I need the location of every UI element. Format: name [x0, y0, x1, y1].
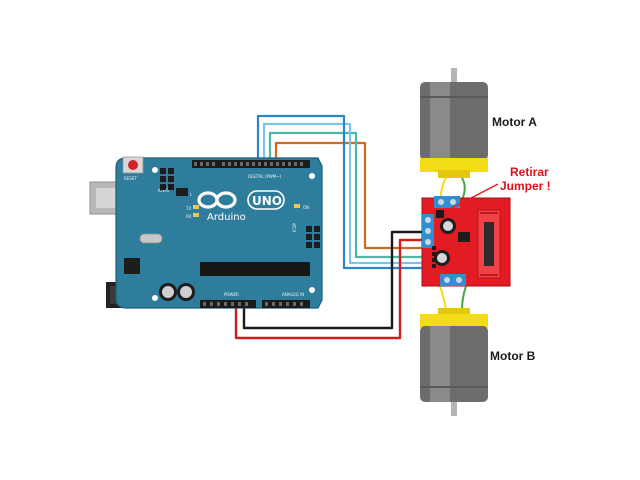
icsp-label: ICSP [292, 222, 297, 232]
heat-sink [477, 209, 501, 279]
microcontroller-chip [200, 262, 310, 276]
motor-b-lead-1 [439, 285, 447, 311]
crystal [139, 233, 163, 244]
led-rx-label: RX [186, 214, 192, 219]
analog-label: ANALOG IN [282, 292, 304, 297]
warning-pointer [447, 183, 499, 211]
warning-label-line1: Retirar [510, 165, 549, 179]
capacitors [159, 283, 195, 301]
signal-wires [256, 114, 430, 270]
led-l-label: L [190, 192, 193, 197]
motor-b-cap [420, 314, 488, 328]
wire-teal [268, 131, 430, 259]
warning-label-line2: Jumper ! [500, 179, 551, 193]
icsp2-header [160, 168, 174, 190]
motor-b-label: Motor B [490, 349, 536, 363]
wire-red-5v [234, 238, 428, 340]
terminal-out-a [434, 196, 460, 208]
motor-a-label: Motor A [492, 115, 537, 129]
terminal-out-b [440, 274, 466, 286]
digital-label: DIGITAL (PWM~) [248, 174, 282, 179]
reset-label: RESET [124, 176, 137, 181]
led-tx-label: TX [185, 206, 191, 211]
brand-label: Arduino [207, 212, 246, 223]
enable-jumper[interactable] [436, 210, 444, 218]
model-label: UNO [252, 194, 282, 208]
digital-header [192, 160, 310, 168]
wire-orange [274, 141, 430, 250]
arduino-logo-icon [197, 191, 237, 209]
motor-a [420, 68, 488, 203]
power-wires [234, 230, 428, 340]
uno-badge [247, 190, 285, 210]
led-on-label: ON [303, 205, 309, 210]
pcb [115, 157, 323, 309]
reset-button-cap[interactable] [128, 160, 138, 170]
wire-black-gnd [242, 230, 428, 330]
wire-lightblue [262, 122, 430, 265]
motor-a-shaft [451, 68, 457, 82]
motor-b-shaft [451, 402, 457, 416]
motor-b [420, 285, 488, 416]
driver-input-pins [432, 246, 436, 268]
analog-header [262, 300, 310, 308]
icsp-header [306, 226, 320, 248]
wire-blue [256, 114, 430, 270]
arduino-uno-board: RESET ICSP2 DIGITAL (PWM~) [89, 156, 323, 309]
power-label: POWER [224, 292, 239, 297]
power-header [200, 300, 256, 308]
motor-b-lead-2 [461, 285, 467, 311]
icsp2-label: ICSP2 [158, 188, 170, 193]
terminal-power [422, 214, 434, 248]
l298n-driver-board [421, 196, 511, 287]
motor-a-cap [420, 158, 488, 172]
